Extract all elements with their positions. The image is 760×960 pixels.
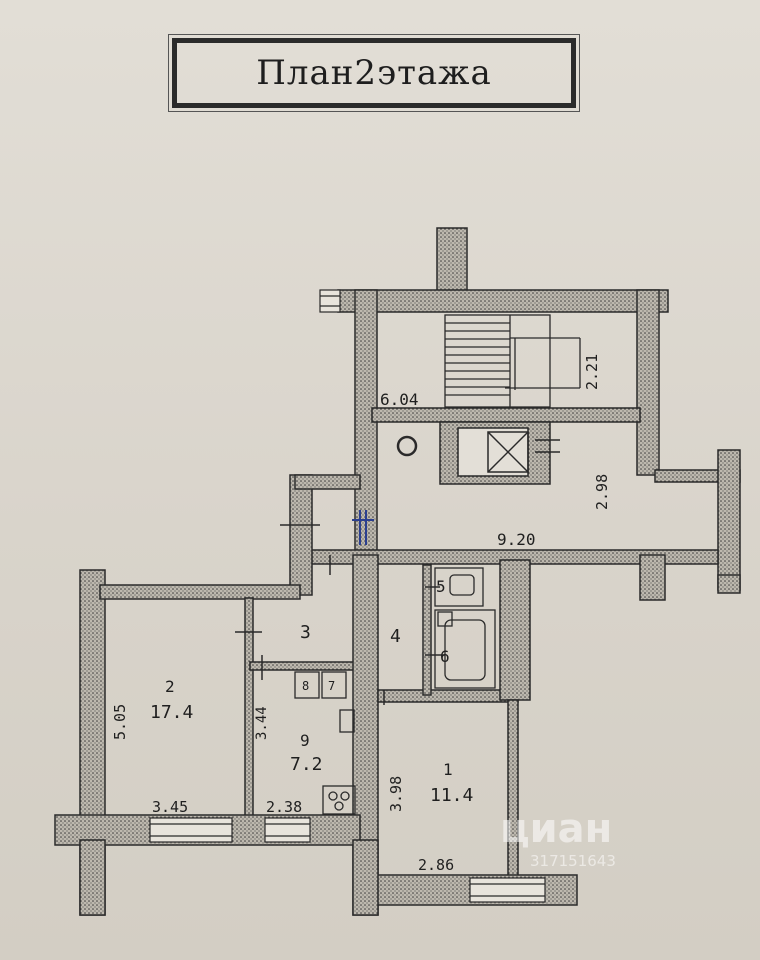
- dim-9-20: 9.20: [497, 530, 536, 549]
- room-1-number: 1: [443, 760, 453, 779]
- room-labels: 2 17.4 3 4 5 6 7 8 9 7.2 1 11.4: [150, 577, 473, 806]
- dim-2-98: 2.98: [593, 474, 611, 510]
- dim-3-44: 3.44: [254, 706, 270, 740]
- windows: [149, 289, 546, 903]
- room-3-number: 3: [300, 622, 311, 643]
- dim-3-45: 3.45: [152, 798, 188, 816]
- dim-6-04: 6.04: [380, 390, 419, 409]
- room-9-number: 9: [300, 731, 310, 750]
- elevator-shaft: [439, 421, 560, 485]
- plan-title: План2этажа: [256, 53, 492, 93]
- dim-2-21: 2.21: [583, 354, 601, 390]
- dim-2-86: 2.86: [418, 856, 454, 874]
- watermark-id: 317151643: [530, 852, 616, 870]
- watermark-brand: циан: [500, 806, 612, 852]
- room-7-number: 7: [328, 679, 335, 693]
- entry-door-mark: [352, 510, 374, 545]
- dim-5-05: 5.05: [111, 704, 129, 740]
- room-4-number: 4: [390, 626, 401, 647]
- room-6-number: 6: [440, 647, 450, 666]
- room-2-number: 2: [165, 677, 175, 696]
- room-5-number: 5: [436, 577, 446, 596]
- staircase: [444, 314, 581, 408]
- dimension-labels: 6.04 2.21 2.98 9.20 5.05 3.44 3.45 2.38 …: [111, 354, 611, 874]
- room-1-area: 11.4: [430, 785, 473, 806]
- room-9-area: 7.2: [290, 754, 323, 775]
- chute-icon: [396, 435, 418, 457]
- plan-title-frame: План2этажа: [168, 34, 580, 112]
- room-8-number: 8: [302, 679, 309, 693]
- room-2-area: 17.4: [150, 702, 193, 723]
- door-ticks: [235, 524, 445, 705]
- dim-2-38: 2.38: [266, 798, 302, 816]
- dim-3-98: 3.98: [387, 776, 405, 812]
- watermark: циан 317151643: [500, 806, 616, 870]
